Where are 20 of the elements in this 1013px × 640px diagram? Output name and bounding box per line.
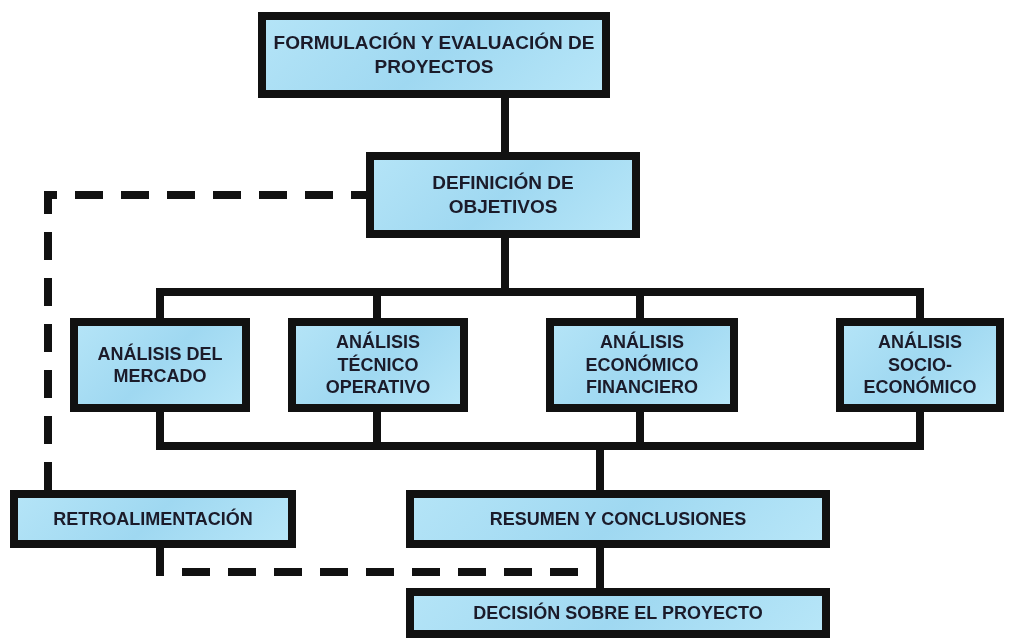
process-box	[10, 490, 296, 548]
box-label: ANÁLISIS SOCIO-ECONÓMICO	[862, 331, 978, 399]
box-label: ANÁLISIS DEL MERCADO	[96, 342, 224, 388]
box-label: RETROALIMENTACIÓN	[53, 507, 253, 531]
process-box	[70, 318, 250, 412]
process-box	[546, 318, 738, 412]
process-box	[836, 318, 1004, 412]
box-label: RESUMEN Y CONCLUSIONES	[489, 507, 747, 531]
box-label: DECISIÓN SOBRE EL PROYECTO	[473, 601, 763, 625]
process-box	[258, 12, 610, 98]
dashed-connector	[44, 191, 366, 490]
box-label: FORMULACIÓN Y EVALUACIÓN DE PROYECTOS	[272, 31, 596, 79]
process-box	[366, 152, 640, 238]
process-box	[406, 490, 830, 548]
box-label: ANÁLISIS ECONÓMICO FINANCIERO	[584, 331, 700, 399]
process-box	[288, 318, 468, 412]
process-box	[406, 588, 830, 638]
connector-line	[501, 98, 509, 152]
box-label: DEFINICIÓN DE OBJETIVOS	[431, 171, 575, 219]
box-label: ANÁLISIS TÉCNICO OPERATIVO	[324, 331, 432, 399]
